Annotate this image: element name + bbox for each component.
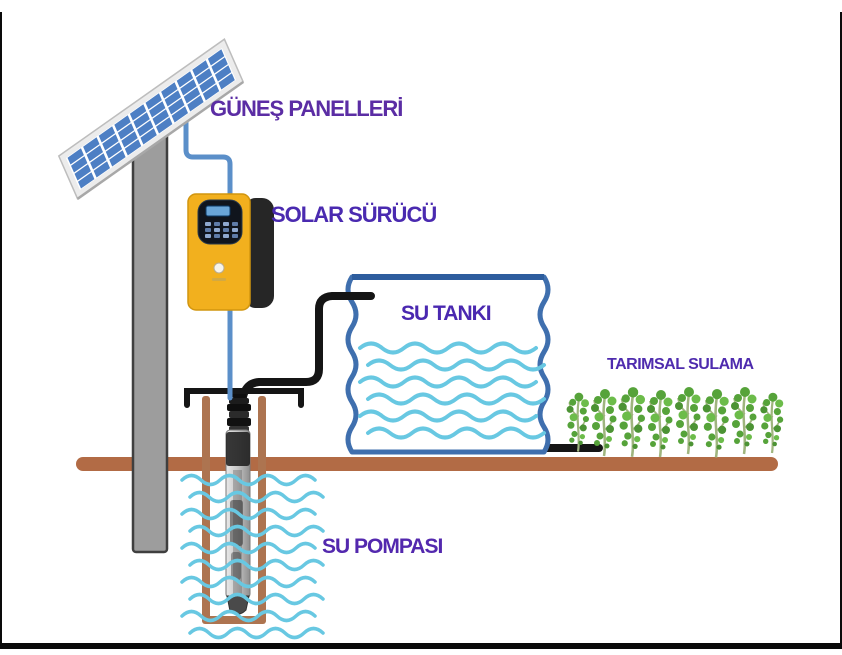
panel-cells	[67, 49, 235, 189]
label-solar-driver: SOLAR SÜRÜCÜ	[271, 202, 437, 227]
driver-keypad	[205, 222, 238, 238]
image-border-right	[840, 12, 842, 649]
panel-frame-shadow	[76, 80, 244, 200]
label-irrigation: TARIMSAL SULAMA	[607, 356, 754, 373]
solar-driver-unit	[187, 193, 274, 311]
well-head-bracket	[184, 388, 304, 408]
driver-heatsink-fin	[244, 198, 274, 308]
water-tank	[345, 274, 551, 455]
label-solar-panels: GÜNEŞ PANELLERİ	[210, 96, 403, 121]
image-border-left	[0, 12, 2, 649]
solar-panel	[57, 38, 245, 200]
ground-bar	[76, 457, 778, 471]
submersible-pump	[225, 393, 251, 615]
driver-logo	[213, 262, 225, 274]
driver-logo-text	[212, 278, 226, 281]
label-water-tank: SU TANKI	[401, 302, 492, 325]
driver-screen	[205, 205, 231, 217]
power-wire	[183, 115, 233, 401]
image-border-bottom	[0, 643, 842, 649]
label-water-pump: SU POMPASI	[322, 535, 443, 558]
panel-pole	[131, 128, 169, 554]
pump-to-tank-pipe	[239, 292, 375, 401]
